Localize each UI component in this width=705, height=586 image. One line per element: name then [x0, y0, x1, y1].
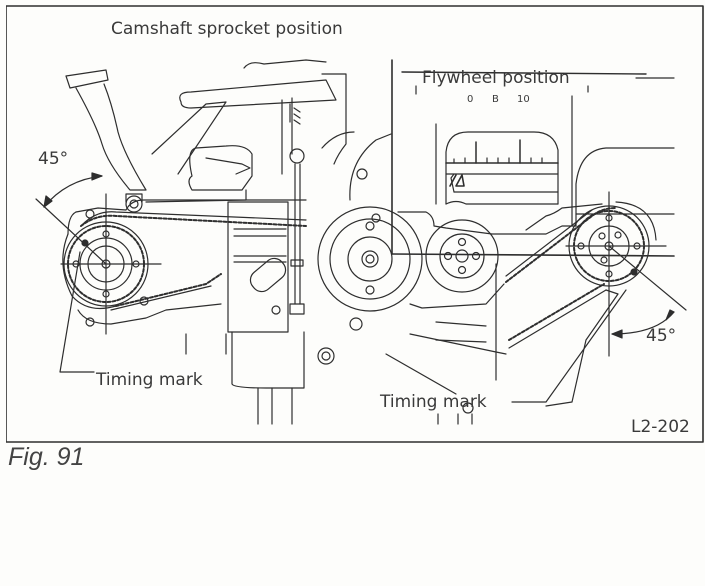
- crankshaft-pulley: [317, 206, 423, 312]
- flywheel-position-label: Flywheel position: [422, 68, 570, 88]
- misc-lines: [185, 317, 474, 425]
- timing-belt-right: [505, 201, 657, 407]
- timing-mark-leaders: [59, 251, 627, 403]
- right-angle-label: 45°: [646, 326, 677, 346]
- left-angle-indicator: [43, 172, 103, 208]
- flywheel-tick-0: 0: [467, 94, 474, 105]
- engine-diagram: [6, 5, 704, 443]
- figure-frame: Camshaft sprocket position Flywheel posi…: [6, 4, 704, 586]
- alternator-bracket: [321, 131, 507, 395]
- timing-cover-left: [67, 195, 307, 327]
- dipstick: [289, 148, 305, 315]
- figure-code: L2-202: [631, 417, 690, 437]
- right-camshaft-sprocket: [565, 191, 687, 357]
- figure-caption: Fig. 91: [8, 443, 85, 471]
- left-timing-mark-label: Timing mark: [96, 370, 203, 390]
- water-pump-pulley: [425, 219, 499, 293]
- left-camshaft-sprocket: [35, 193, 162, 335]
- starter-housing: [227, 201, 335, 425]
- timing-belt-left: [62, 211, 307, 311]
- upper-engine: [125, 59, 347, 203]
- oil-filler: [65, 69, 147, 191]
- camshaft-sprocket-label: Camshaft sprocket position: [111, 19, 343, 39]
- flywheel-tick-b: B: [492, 94, 499, 105]
- right-timing-mark-label: Timing mark: [380, 392, 487, 412]
- right-angle-indicator: [611, 309, 675, 339]
- flywheel-mark: [449, 174, 465, 187]
- figure-border: [6, 5, 704, 443]
- flywheel-tick-10: 10: [517, 94, 530, 105]
- left-angle-label: 45°: [38, 149, 69, 169]
- flywheel-scale-ticks: [453, 139, 543, 164]
- flywheel-inset: [391, 59, 675, 257]
